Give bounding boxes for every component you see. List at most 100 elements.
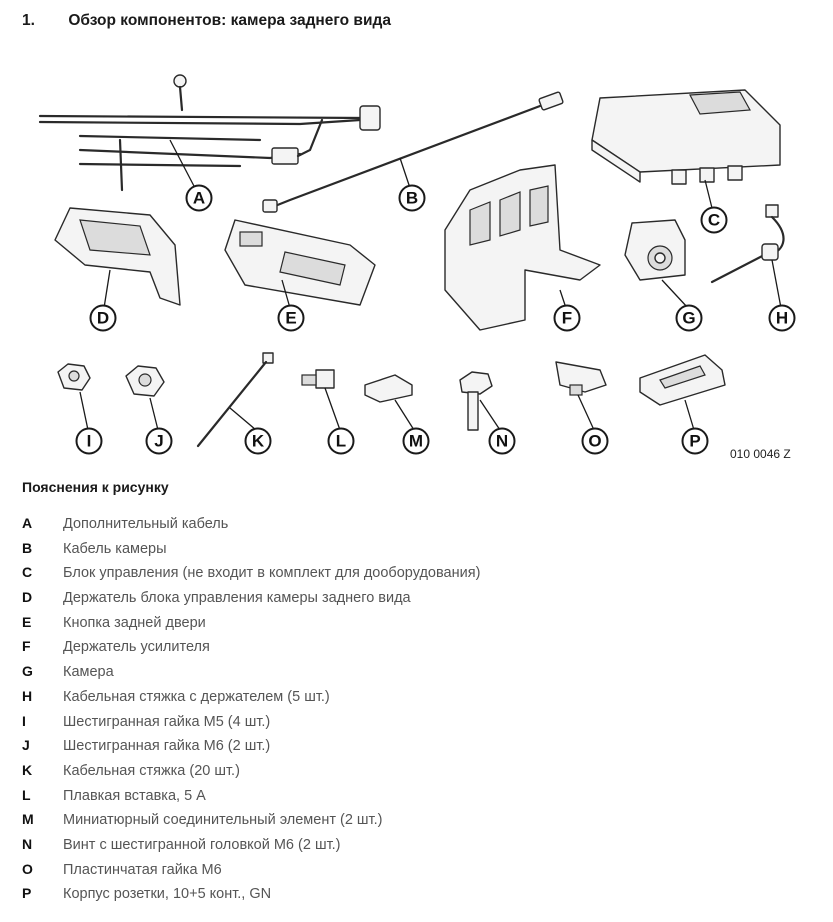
part-a-drawing	[38, 74, 381, 192]
legend-key: H	[22, 687, 33, 704]
callout-l: L	[327, 427, 355, 455]
legend-key: G	[22, 663, 33, 680]
legend-key: J	[22, 737, 30, 754]
callout-n-text: N	[496, 432, 508, 451]
legend-text: Шестигранная гайка М5 (4 шт.)	[63, 713, 271, 730]
callout-k-text: K	[252, 432, 265, 451]
callout-f-text: F	[562, 309, 572, 328]
callout-j: J	[145, 427, 173, 455]
legend-text: Держатель блока управления камеры заднег…	[63, 590, 411, 607]
callout-c: C	[700, 206, 728, 234]
callout-d-text: D	[97, 309, 109, 328]
legend-key: I	[22, 712, 26, 729]
legend-item: I Шестигранная гайка М5 (4 шт.)	[22, 710, 480, 735]
legend-text: Миниатюрный соединительный элемент (2 шт…	[63, 812, 383, 829]
legend-key: C	[22, 564, 33, 581]
callout-a-text: A	[193, 189, 205, 208]
legend-text: Кнопка задней двери	[63, 614, 206, 631]
legend-item: H Кабельная стяжка с держателем (5 шт.)	[22, 685, 480, 710]
part-p-drawing	[639, 354, 726, 406]
figure-code: 010 0046 Z	[730, 447, 791, 461]
callout-a: A	[185, 184, 213, 212]
legend-item: A Дополнительный кабель	[22, 512, 480, 537]
part-h-drawing	[710, 204, 785, 284]
callout-m-text: M	[409, 432, 423, 451]
part-j-drawing	[125, 365, 165, 397]
callout-h-text: H	[776, 309, 788, 328]
part-k-drawing	[196, 352, 274, 448]
part-c-drawing	[591, 89, 781, 185]
page-heading: 1. Обзор компонентов: камера заднего вид…	[22, 12, 391, 30]
legend-item: C Блок управления (не входит в комплект д…	[22, 561, 480, 586]
legend-key: N	[22, 835, 33, 852]
callout-e-text: E	[285, 309, 296, 328]
leader-lines	[79, 139, 782, 431]
callout-l-text: L	[336, 432, 346, 451]
legend-list: A Дополнительный кабель B Кабель камеры C Б…	[22, 512, 480, 907]
part-f-drawing	[444, 164, 601, 331]
legend-key: K	[22, 761, 33, 778]
legend-text: Кабельная стяжка с держателем (5 шт.)	[63, 688, 330, 705]
callout-o-text: O	[588, 432, 601, 451]
callout-g: G	[675, 304, 703, 332]
callout-o: O	[581, 427, 609, 455]
legend-text: Кабель камеры	[63, 540, 167, 557]
callout-c-text: C	[708, 211, 720, 230]
legend-text: Корпус розетки, 10+5 конт., GN	[63, 886, 272, 903]
callout-g-text: G	[682, 309, 695, 328]
part-o-drawing	[555, 361, 607, 396]
callout-h: H	[768, 304, 796, 332]
part-d-drawing	[54, 207, 181, 306]
legend-text: Дополнительный кабель	[63, 516, 229, 532]
callout-e: E	[277, 304, 305, 332]
callout-d: D	[89, 304, 117, 332]
legend-item: G Камера	[22, 660, 480, 685]
legend-key: M	[22, 811, 34, 828]
legend-text: Камера	[63, 664, 114, 681]
legend-key: A	[22, 515, 33, 531]
part-l-drawing	[301, 369, 335, 389]
legend-text: Винт с шестигранной головкой М6 (2 шт.)	[63, 836, 341, 853]
legend-item: O Пластинчатая гайка М6	[22, 858, 480, 883]
legend-title: Пояснения к рисунку	[22, 479, 169, 495]
components-drawing: A B C D E F G H I J K L M N O P	[38, 74, 796, 455]
legend-item: B Кабель камеры	[22, 537, 480, 562]
part-e-drawing	[224, 219, 376, 306]
callout-i: I	[75, 427, 103, 455]
section-title: Обзор компонентов: камера заднего вида	[68, 12, 391, 29]
components-illustration: A B C D E F G H I J K L M N O P	[0, 40, 833, 470]
legend-item: L Плавкая вставка, 5 А	[22, 784, 480, 809]
legend-text: Держатель усилителя	[63, 639, 210, 656]
callout-m: M	[402, 427, 430, 455]
legend-text: Пластинчатая гайка М6	[63, 861, 222, 878]
part-n-drawing	[459, 371, 493, 431]
legend-text: Шестигранная гайка М6 (2 шт.)	[63, 738, 271, 755]
legend-key: F	[22, 638, 31, 655]
legend-item: P Корпус розетки, 10+5 конт., GN	[22, 882, 480, 907]
legend-text: Блок управления (не входит в комплект дл…	[63, 565, 481, 582]
legend-item: D Держатель блока управления камеры задне…	[22, 586, 480, 611]
legend-item: F Держатель усилителя	[22, 635, 480, 660]
callout-p-text: P	[689, 432, 700, 451]
legend-key: L	[22, 786, 31, 803]
legend-key: P	[22, 885, 32, 902]
section-number: 1.	[22, 12, 35, 29]
legend-item: J Шестигранная гайка М6 (2 шт.)	[22, 734, 480, 759]
part-b-drawing	[262, 91, 564, 213]
legend-text: Кабельная стяжка (20 шт.)	[63, 762, 240, 779]
legend-item: E Кнопка задней двери	[22, 611, 480, 636]
part-i-drawing	[57, 363, 91, 391]
legend-key: O	[22, 860, 33, 877]
callout-p: P	[681, 427, 709, 455]
legend-text: Плавкая вставка, 5 А	[63, 787, 206, 804]
legend-key: B	[22, 539, 33, 556]
part-m-drawing	[364, 374, 413, 403]
part-g-drawing	[624, 219, 686, 281]
legend-item: M Миниатюрный соединительный элемент (2 ш…	[22, 808, 480, 833]
legend-key: E	[22, 613, 32, 630]
legend-item: K Кабельная стяжка (20 шт.)	[22, 759, 480, 784]
callout-f: F	[553, 304, 581, 332]
callout-j-text: J	[154, 432, 163, 451]
legend-item: N Винт с шестигранной головкой М6 (2 шт.)	[22, 833, 480, 858]
legend-key: D	[22, 589, 33, 606]
